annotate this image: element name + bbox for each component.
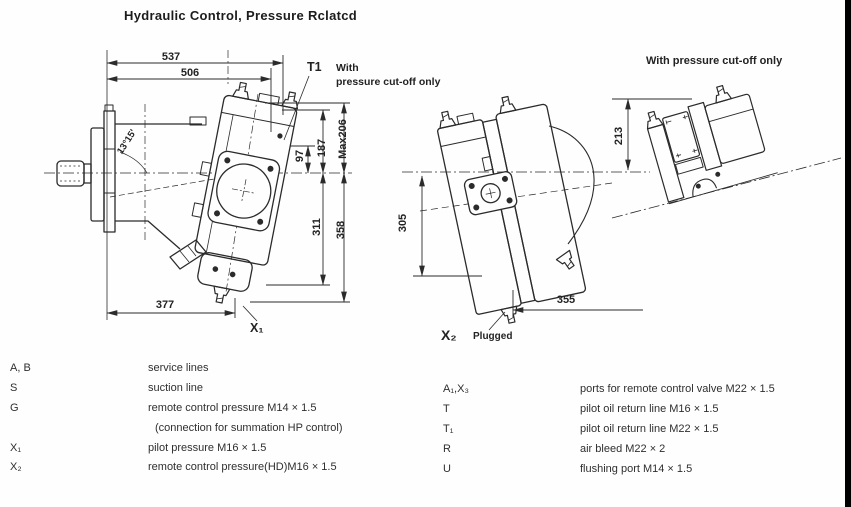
legend-key: X₁ — [10, 442, 22, 454]
legend-key: X₂ — [10, 461, 22, 473]
dim-537: 537 — [161, 51, 181, 63]
front-view-drawing — [402, 94, 650, 331]
legend-row: X₁ pilot pressure M16 × 1.5 — [10, 442, 266, 455]
legend-row: A, B service lines — [10, 362, 209, 375]
legend-row: X₂ remote control pressure(HD)M16 × 1.5 — [10, 461, 337, 474]
x2-plugged-note: Plugged — [473, 331, 513, 342]
legend-key: R — [443, 443, 451, 455]
legend-desc: flushing port M14 × 1.5 — [580, 463, 693, 475]
t1-note-line1: With — [336, 62, 359, 74]
page-title: Hydraulic Control, Pressure Rclatcd — [124, 8, 358, 23]
dim-377: 377 — [155, 299, 175, 311]
dim-213: 213 — [613, 126, 625, 146]
legend-desc: (connection for summation HP control) — [155, 422, 343, 434]
dim-358: 358 — [335, 220, 347, 240]
side-view-drawing — [44, 50, 352, 322]
dim-187: 187 — [316, 138, 328, 158]
legend-key: G — [10, 402, 19, 414]
port-label-t1: T1 — [307, 60, 322, 74]
dim-97: 97 — [294, 149, 306, 163]
dim-305: 305 — [397, 213, 409, 233]
legend-desc: remote control pressure(HD)M16 × 1.5 — [148, 461, 337, 473]
dim-355: 355 — [556, 294, 576, 306]
legend-key: A, B — [10, 362, 31, 374]
legend-desc: air bleed M22 × 2 — [580, 443, 666, 455]
top-view-caption: With pressure cut-off only — [646, 55, 783, 67]
legend-key: U — [443, 463, 451, 475]
legend-key: T₁ — [443, 423, 454, 435]
port-label-x2: X₂ — [441, 327, 457, 343]
legend-key: S — [10, 382, 18, 394]
t1-note-line2: pressure cut-off only — [336, 76, 441, 88]
legend-desc: pilot oil return line M22 × 1.5 — [580, 423, 719, 435]
port-label-x1: X₁ — [250, 321, 264, 335]
legend-desc: pilot pressure M16 × 1.5 — [148, 442, 267, 454]
legend-desc: service lines — [148, 362, 209, 374]
legend-key: A₁,X₃ — [443, 383, 469, 395]
legend-desc: remote control pressure M14 × 1.5 — [148, 402, 317, 414]
dim-506: 506 — [180, 67, 200, 79]
legend-row: A₁,X₃ ports for remote control valve M22 … — [443, 383, 775, 396]
legend-row: T₁ pilot oil return line M22 × 1.5 — [443, 423, 719, 436]
legend-row: (connection for summation HP control) — [10, 422, 343, 435]
dim-311: 311 — [311, 218, 323, 236]
legend-key: T — [443, 403, 450, 415]
top-view-drawing — [611, 83, 842, 219]
legend-desc: ports for remote control valve M22 × 1.5 — [580, 383, 775, 395]
dim-max206: Max206 — [337, 119, 349, 159]
legend-desc: suction line — [148, 382, 204, 394]
legend-desc: pilot oil return line M16 × 1.5 — [580, 403, 719, 415]
